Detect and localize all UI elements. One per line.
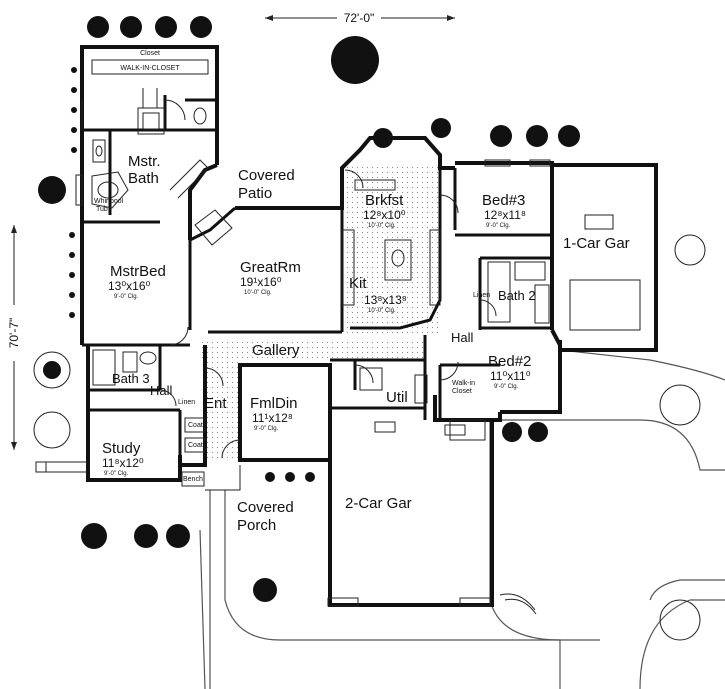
depth-dimension: 70'-7": [7, 318, 21, 349]
gallery-label: Gallery: [252, 342, 300, 359]
walk-in-closet-label: WALK-IN-CLOSET: [120, 65, 180, 72]
util-label: Util: [386, 389, 408, 406]
fmldin-name: FmlDin: [250, 395, 298, 412]
kit-ceiling: 10'-0" Clg.: [368, 308, 396, 314]
mstr-bath-label: Mstr. Bath: [128, 153, 165, 187]
bed3-name: Bed#3: [482, 192, 525, 209]
linen2-label: Linen: [178, 399, 195, 406]
brkfst-name: Brkfst: [365, 192, 404, 209]
bed3-ceiling: 9'-0" Clg.: [486, 223, 511, 229]
study-ceiling: 9'-0" Clg.: [104, 471, 129, 477]
study-name: Study: [102, 440, 141, 457]
width-dimension-line: 72'-0": [265, 9, 455, 25]
bed2-size: 11⁰x11⁰: [490, 369, 531, 383]
fixtures: [35, 59, 641, 615]
width-dimension: 72'-0": [344, 11, 375, 25]
study-size: 11⁸x12⁰: [102, 456, 144, 470]
greatrm-size: 19¹x16⁰: [240, 275, 282, 289]
fmldin-ceiling: 9'-0" Clg.: [254, 426, 279, 432]
brkfst-ceiling: 10'-0" Clg.: [368, 223, 396, 229]
bath2-label: Bath 2: [498, 288, 536, 303]
door-swings: [159, 99, 497, 459]
bed3-size: 12⁸x11⁸: [484, 208, 526, 222]
linen1-label: Linen: [473, 292, 490, 299]
bath3-label: Bath 3: [112, 371, 150, 386]
room-labels: WALK-IN-CLOSET Closet Mstr. Bath Whirlpo…: [94, 50, 630, 534]
greatrm-ceiling: 10'-0" Clg.: [244, 290, 272, 296]
hall-left-label: Hall: [150, 383, 173, 398]
ent-label: Ent: [204, 395, 227, 412]
bed2-name: Bed#2: [488, 353, 531, 370]
car1-label: 1-Car Gar: [563, 235, 630, 252]
fmldin-size: 11¹x12⁸: [252, 411, 293, 425]
kit-size: 13⁸x13⁸: [364, 293, 407, 307]
greatrm-name: GreatRm: [240, 259, 301, 276]
closet-top-label: Closet: [140, 50, 160, 57]
bed2-ceiling: 9'-0" Clg.: [494, 384, 519, 390]
brkfst-size: 12⁸x10⁰: [363, 208, 406, 222]
bench-label: Bench: [183, 476, 203, 483]
car2-label: 2-Car Gar: [345, 495, 412, 512]
mstrbed-name: MstrBed: [110, 263, 166, 280]
kit-name: Kit: [349, 275, 367, 292]
depth-dimension-line: 70'-7": [5, 225, 23, 450]
mstr-bath-line-1: Mstr.: [128, 153, 161, 170]
hall-right-label: Hall: [451, 330, 474, 345]
mstrbed-size: 13⁰x16⁰: [108, 279, 151, 293]
coats1-label: Coats: [188, 422, 207, 429]
mstrbed-ceiling: 9'-0" Clg.: [114, 294, 139, 300]
landscaping: [33, 16, 706, 641]
coats2-label: Coats: [188, 442, 207, 449]
exterior-walls: [80, 45, 658, 607]
mstr-bath-line-2: Bath: [128, 170, 159, 187]
